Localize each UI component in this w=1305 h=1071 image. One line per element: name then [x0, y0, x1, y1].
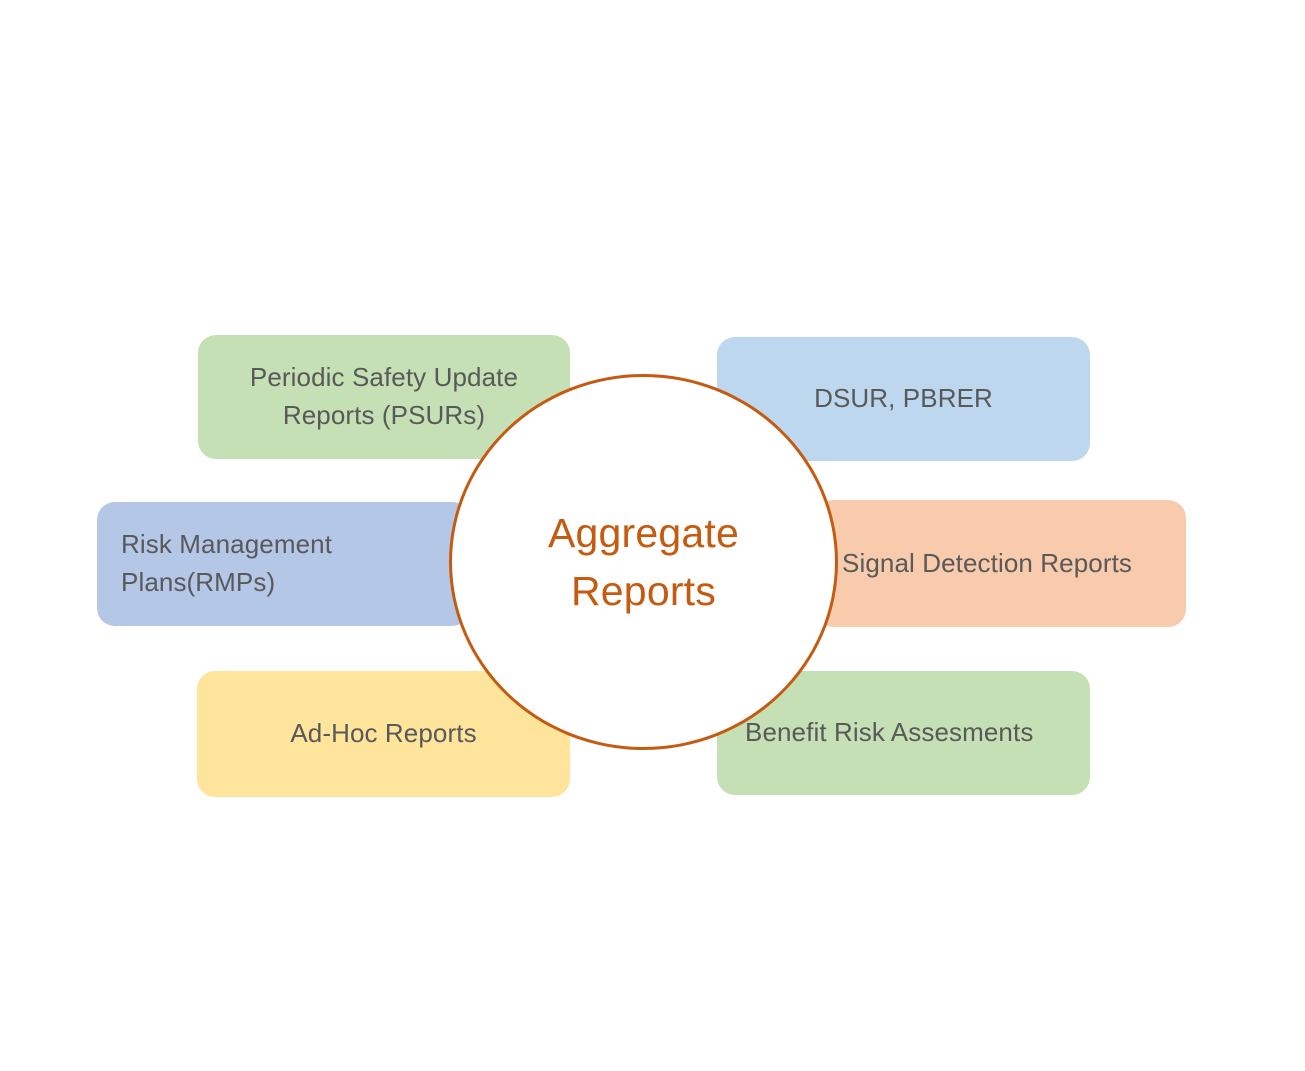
node-periodic-safety-update-reports[interactable]: Periodic Safety Update Reports (PSURs): [198, 335, 570, 459]
node-signal-detection-reports[interactable]: Signal Detection Reports: [815, 500, 1186, 627]
center-hub-label: Aggregate Reports: [547, 509, 739, 614]
node-label-dsur: DSUR, PBRER: [814, 383, 993, 414]
node-risk-management-plans[interactable]: Risk Management Plans(RMPs): [97, 502, 470, 626]
node-label-benefit: Benefit Risk Assesments: [745, 717, 1034, 748]
node-label-signal: Signal Detection Reports: [842, 547, 1132, 578]
center-hub-aggregate-reports[interactable]: Aggregate Reports: [449, 374, 838, 750]
node-label-adhoc: Ad-Hoc Reports: [290, 718, 477, 749]
node-label-psur: Periodic Safety Update Reports (PSURs): [249, 362, 519, 430]
node-label-rmp: Risk Management Plans(RMPs): [121, 529, 333, 597]
node-benefit-risk-assessments[interactable]: Benefit Risk Assesments: [717, 671, 1090, 795]
